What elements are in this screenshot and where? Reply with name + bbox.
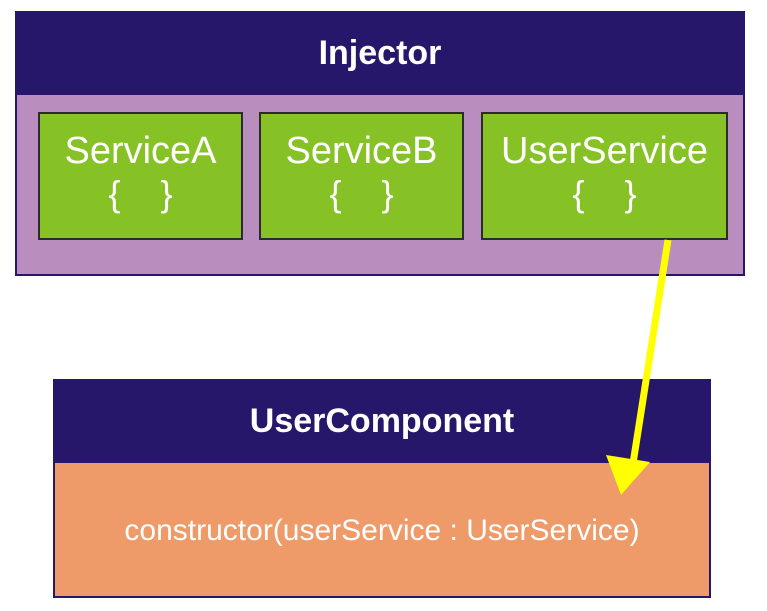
user-service-box: UserService { } [481,112,728,240]
user-service-body: { } [572,173,637,214]
user-component-title: UserComponent [53,379,711,463]
injector-title: Injector [15,11,745,95]
constructor-signature: constructor(userService : UserService) [124,513,640,547]
service-b-name: ServiceB [285,130,438,172]
service-a-box: ServiceA { } [38,112,243,240]
service-b-box: ServiceB { } [259,112,464,240]
service-a-name: ServiceA [64,130,217,172]
user-service-name: UserService [501,130,708,172]
service-a-body: { } [108,173,173,214]
service-b-body: { } [329,173,394,214]
